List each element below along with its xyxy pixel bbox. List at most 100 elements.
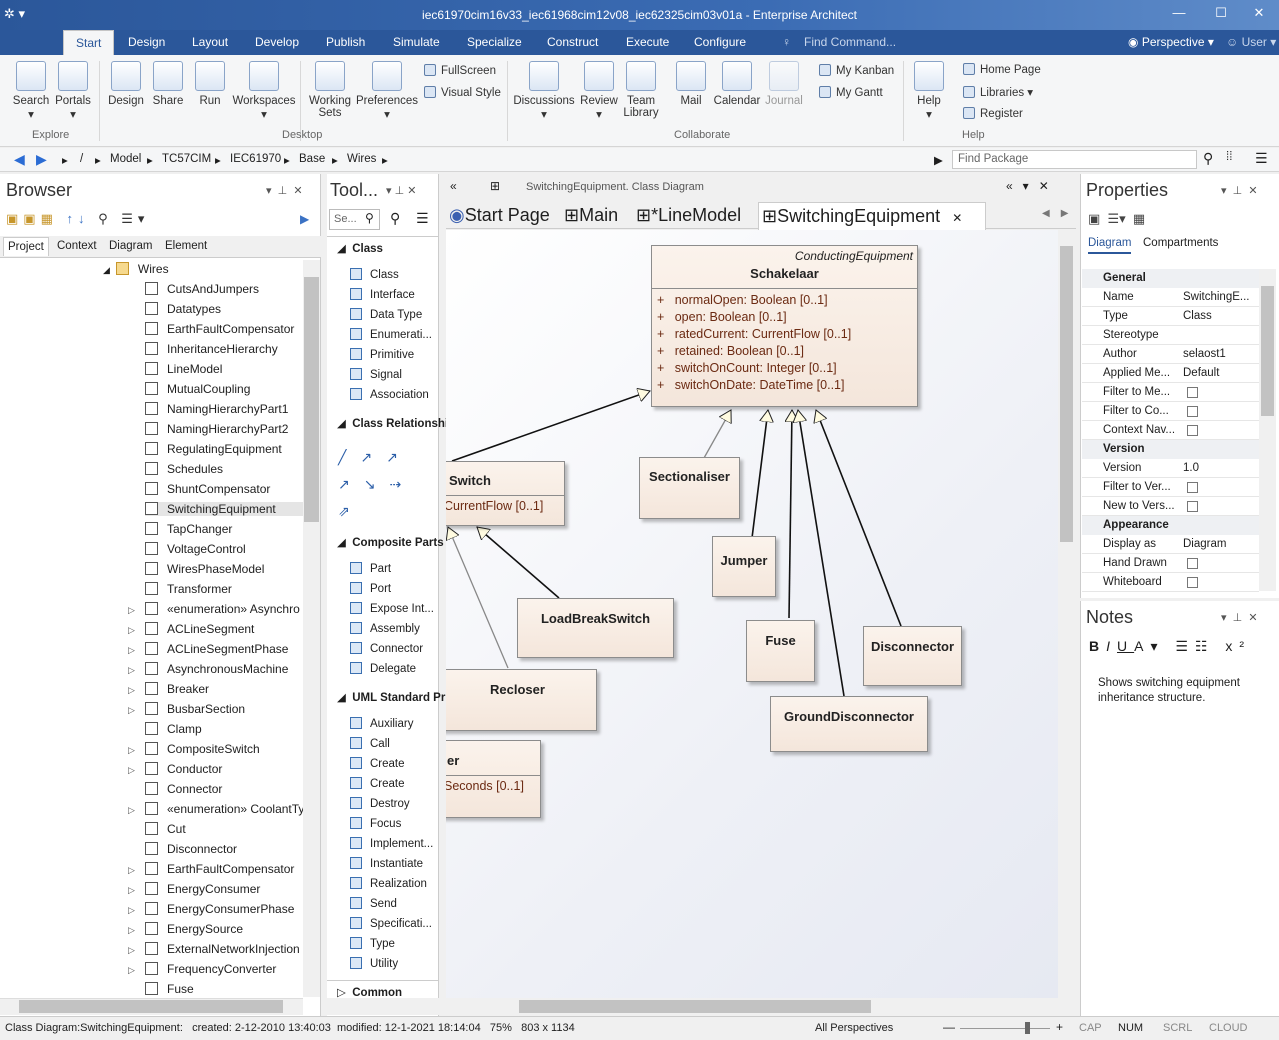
- generalization-recloser[interactable]: [448, 527, 509, 669]
- checkbox[interactable]: [1187, 577, 1198, 588]
- my-kanban-button[interactable]: My Kanban: [819, 64, 894, 77]
- tree-item[interactable]: ▷EnergyConsumer: [128, 882, 260, 896]
- tab-main[interactable]: ⊞Main: [564, 205, 618, 226]
- tree-item[interactable]: ▷«enumeration» CoolantTy: [128, 802, 304, 816]
- prop-value[interactable]: selaost1: [1183, 348, 1226, 360]
- prop-row[interactable]: New to Vers...: [1082, 497, 1259, 516]
- workspaces-button[interactable]: Workspaces▾: [232, 61, 296, 121]
- toolbox-item[interactable]: Specificati...: [350, 917, 432, 930]
- checkbox[interactable]: [1187, 482, 1198, 493]
- tree-item[interactable]: Cut: [128, 822, 186, 836]
- expand-icon[interactable]: ▷: [128, 745, 135, 755]
- tree-item[interactable]: ▷ACLineSegment: [128, 622, 254, 636]
- toolbox-hscroll[interactable]: [327, 998, 439, 1015]
- zoom-slider-thumb[interactable]: [1025, 1022, 1030, 1034]
- go-arrow-icon[interactable]: ▶: [934, 155, 943, 167]
- generalization-sectionaliser[interactable]: [703, 410, 731, 459]
- generalization-grounddisconnector[interactable]: [798, 410, 845, 697]
- expand-icon[interactable]: ▷: [128, 905, 135, 915]
- class-sectionaliser[interactable]: Sectionaliser: [639, 457, 740, 519]
- search-icon[interactable]: ⚲: [1203, 150, 1214, 166]
- tree-item[interactable]: RegulatingEquipment: [145, 442, 282, 456]
- browser-tab-project[interactable]: Project: [3, 237, 49, 256]
- prop-row[interactable]: Applied Me...Default: [1082, 364, 1259, 383]
- tree-item[interactable]: ▷EarthFaultCompensator: [128, 862, 294, 876]
- properties-tab-diagram[interactable]: Diagram: [1088, 237, 1132, 254]
- collapse-right-icon[interactable]: « ▾ ✕: [1006, 179, 1049, 193]
- tree-item[interactable]: EarthFaultCompensator: [145, 322, 294, 336]
- review-button[interactable]: Review▾: [578, 61, 620, 121]
- tree-item[interactable]: ▷ExternalNetworkInjection: [128, 942, 300, 956]
- move-up-icon[interactable]: ↑↓: [66, 211, 90, 226]
- quick-access-icon[interactable]: ✲ ▾: [4, 6, 26, 21]
- generalization-loadbreakswitch[interactable]: [477, 527, 560, 599]
- numbered-list-icon[interactable]: ☷: [1194, 638, 1215, 654]
- tree-item[interactable]: Transformer: [145, 582, 232, 596]
- breadcrumb-wires[interactable]: Wires: [347, 153, 377, 165]
- properties-toolbar[interactable]: ▣ ☰▾ ▦: [1088, 211, 1146, 226]
- tree-item[interactable]: TapChanger: [145, 522, 232, 536]
- tree-item[interactable]: VoltageControl: [145, 542, 246, 556]
- tree-item[interactable]: InheritanceHierarchy: [145, 342, 278, 356]
- expand-icon[interactable]: ▷: [128, 705, 135, 715]
- tree-item[interactable]: LineModel: [145, 362, 222, 376]
- tree-folder-wires[interactable]: ◢Wires: [103, 262, 169, 276]
- zoom-slider[interactable]: [960, 1028, 1050, 1029]
- maximize-button[interactable]: ☐: [1215, 5, 1227, 20]
- fullscreen-button[interactable]: FullScreen: [424, 64, 496, 77]
- tab-scroll-icons[interactable]: ◀ ▶: [1042, 208, 1069, 219]
- tree-item[interactable]: CutsAndJumpers: [145, 282, 259, 296]
- prop-value[interactable]: SwitchingE...: [1183, 291, 1250, 303]
- team-library-button[interactable]: Team Library: [621, 61, 661, 119]
- tab-publish[interactable]: Publish: [326, 35, 366, 49]
- toolbox-menu-icon[interactable]: ☰: [416, 210, 429, 226]
- status-perspective[interactable]: All Perspectives: [815, 1022, 894, 1034]
- properties-panel-controls[interactable]: ▾ ⊥ ✕: [1221, 185, 1258, 197]
- tab-start-page[interactable]: ◉Start Page: [449, 205, 550, 226]
- tree-item[interactable]: Fuse: [128, 982, 194, 996]
- tree-item[interactable]: Schedules: [145, 462, 223, 476]
- close-button[interactable]: ✕: [1253, 5, 1265, 20]
- breadcrumb-tc57cim[interactable]: TC57CIM: [162, 153, 212, 165]
- tree-item[interactable]: ▷EnergyConsumerPhase: [128, 902, 294, 916]
- help-button[interactable]: Help▾: [910, 61, 948, 121]
- discussions-button[interactable]: Discussions▾: [513, 61, 575, 121]
- toolbox-section-class-rel[interactable]: ◢ Class Relationshi: [337, 418, 449, 430]
- tab-simulate[interactable]: Simulate: [393, 35, 440, 49]
- toolbox-item[interactable]: Interface: [350, 288, 415, 301]
- toolbox-item[interactable]: Connector: [350, 642, 423, 655]
- tree-item[interactable]: NamingHierarchyPart2: [145, 422, 288, 436]
- expand-icon[interactable]: ▷: [128, 685, 135, 695]
- run-button[interactable]: Run: [192, 61, 228, 107]
- toolbox-panel-controls[interactable]: ▾ ⊥ ✕: [386, 185, 417, 197]
- tree-item[interactable]: ▷ACLineSegmentPhase: [128, 642, 288, 656]
- browser-tab-diagram[interactable]: Diagram: [109, 240, 153, 252]
- class-grounddisconnector[interactable]: GroundDisconnector: [770, 696, 928, 752]
- register-button[interactable]: Register: [963, 107, 1023, 120]
- expand-icon[interactable]: ▷: [128, 765, 135, 775]
- zoom-in-icon[interactable]: +: [1056, 1020, 1064, 1034]
- tree-item[interactable]: ▷AsynchronousMachine: [128, 662, 288, 676]
- calendar-button[interactable]: Calendar: [713, 61, 761, 107]
- toolbox-item[interactable]: Type: [350, 937, 395, 950]
- minimize-button[interactable]: —: [1172, 5, 1186, 20]
- portals-button[interactable]: Portals▾: [53, 61, 93, 121]
- class-schakelaar[interactable]: ConductingEquipment Schakelaar + normalO…: [651, 245, 918, 407]
- expand-icon[interactable]: ▷: [128, 885, 135, 895]
- toolbox-item[interactable]: Expose Int...: [350, 602, 434, 615]
- toolbox-item[interactable]: Data Type: [350, 308, 422, 321]
- toolbox-find-icon[interactable]: ⚲: [390, 210, 401, 226]
- back-icon[interactable]: ◀: [14, 151, 25, 167]
- expand-icon[interactable]: ▷: [128, 965, 135, 975]
- checkbox[interactable]: [1187, 387, 1198, 398]
- tab-start[interactable]: Start: [63, 30, 115, 56]
- diagram-vscroll-thumb[interactable]: [1060, 246, 1073, 542]
- class-attribute[interactable]: + retained: Boolean [0..1]: [652, 343, 917, 360]
- bold-icon[interactable]: B: [1089, 638, 1107, 654]
- prop-row[interactable]: Whiteboard: [1082, 573, 1259, 592]
- tab-switchingequipment[interactable]: ⊞SwitchingEquipment✕: [758, 202, 986, 230]
- expand-icon[interactable]: ▷: [128, 605, 135, 615]
- bullet-list-icon[interactable]: ☰: [1175, 638, 1195, 654]
- prop-section-version[interactable]: Version: [1082, 440, 1259, 459]
